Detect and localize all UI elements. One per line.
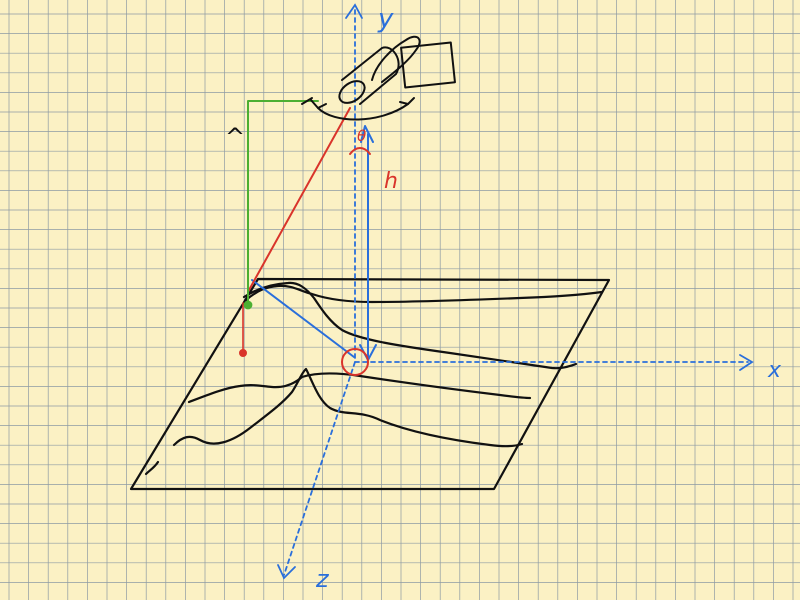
green-dot xyxy=(243,300,253,310)
z-arrowhead xyxy=(277,564,296,580)
plane-outline xyxy=(129,277,611,491)
terrain-line-5 xyxy=(144,460,160,476)
rotation-right-head xyxy=(399,97,415,105)
camera-strap xyxy=(371,35,421,83)
lambda-label: ^ xyxy=(225,123,245,151)
line-of-sight xyxy=(248,107,351,291)
h-label: h xyxy=(384,169,398,194)
camera-lens xyxy=(338,80,366,104)
x-axis-label: x xyxy=(767,358,782,383)
z-axis xyxy=(283,361,356,576)
green-frame xyxy=(242,100,319,353)
y-axis-label: y xyxy=(377,4,394,34)
ground-vector xyxy=(251,279,355,358)
terrain-line-4 xyxy=(172,367,524,448)
theta-arc xyxy=(349,147,371,155)
solar-panel xyxy=(400,41,456,89)
rotation-arc xyxy=(317,103,409,121)
top-arrowhead xyxy=(360,125,374,143)
theta-label: θ xyxy=(357,127,366,145)
camera-body xyxy=(341,46,400,105)
y-arrowhead xyxy=(345,3,363,19)
target-circle xyxy=(341,348,369,376)
camera-icon xyxy=(301,35,456,121)
rotation-tick xyxy=(301,97,313,105)
rotation-left-head xyxy=(310,99,327,109)
terrain-line-2 xyxy=(242,281,578,370)
x-arrowhead xyxy=(739,354,754,371)
green-bracket xyxy=(247,100,319,304)
z-axis-label: z xyxy=(315,565,330,593)
